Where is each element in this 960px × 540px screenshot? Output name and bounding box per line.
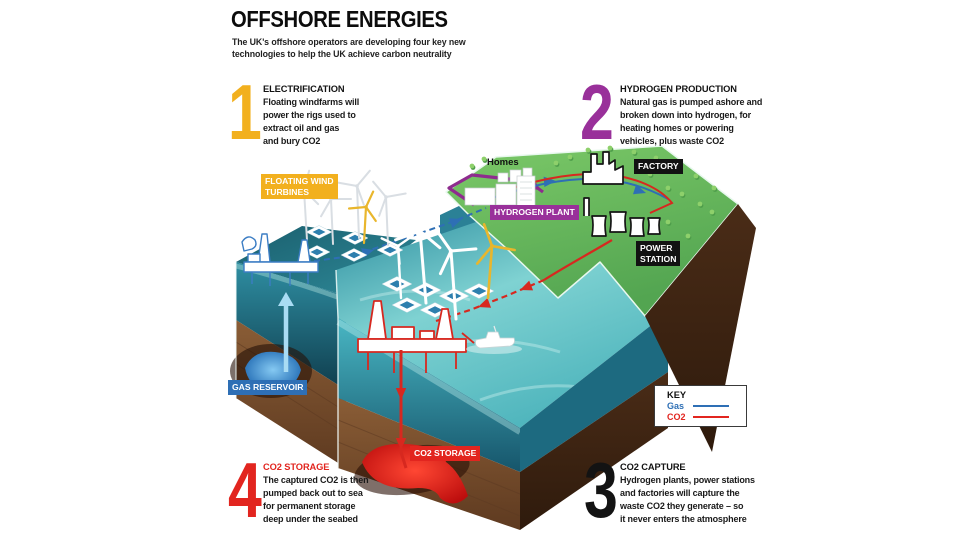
key-co2-line [693, 415, 729, 419]
section-2-heading: HYDROGEN PRODUCTION [620, 84, 737, 94]
label-co2-storage: CO2 STORAGE [410, 446, 481, 461]
section-2-hydrogen-production: HYDROGEN PRODUCTION Natural gas is pumpe… [620, 84, 790, 148]
power-station-building [583, 197, 661, 237]
oil-rig-co2 [357, 300, 475, 373]
section-4-co2-storage: CO2 STORAGE The captured CO2 is then pum… [263, 462, 433, 526]
page-title: OFFSHORE ENERGIES [231, 6, 448, 32]
hydrogen-plant-buildings [464, 175, 536, 207]
section-4-heading: CO2 STORAGE [263, 462, 330, 472]
key-legend: KEY Gas CO2 [654, 385, 747, 427]
factory-building [582, 151, 624, 185]
section-1-body: Floating windfarms will power the rigs u… [263, 97, 360, 146]
floating-platforms [303, 225, 495, 318]
section-1-heading: ELECTRIFICATION [263, 84, 345, 94]
wind-turbines-white [380, 203, 478, 321]
wind-turbine-yellow-center [475, 223, 516, 300]
wind-turbine-yellow-left [347, 190, 377, 245]
key-row-gas: Gas [667, 401, 746, 411]
key-gas-label: Gas [667, 401, 685, 411]
section-3-number: 3 [584, 446, 618, 534]
gas-up-arrow [278, 292, 294, 372]
section-3-co2-capture: CO2 CAPTURE Hydrogen plants, power stati… [620, 462, 790, 526]
section-4-body: The captured CO2 is then pumped back out… [263, 475, 369, 524]
section-1-electrification: ELECTRIFICATION Floating windfarms will … [263, 84, 433, 148]
label-floating-wind-turbines: FLOATING WIND TURBINES [261, 174, 338, 199]
co2-injection-line [395, 350, 408, 469]
key-title: KEY [667, 390, 687, 400]
section-4-number: 4 [228, 446, 262, 534]
key-co2-label: CO2 [667, 412, 686, 422]
key-gas-line [693, 404, 729, 408]
page-subtitle: The UK's offshore operators are developi… [232, 37, 466, 59]
label-power-station: POWER STATION [636, 241, 681, 266]
label-factory: FACTORY [634, 159, 683, 174]
key-row-co2: CO2 [667, 412, 746, 422]
section-3-body: Hydrogen plants, power stations and fact… [620, 475, 755, 524]
label-gas-reservoir: GAS RESERVOIR [228, 380, 308, 395]
label-homes: Homes [487, 157, 519, 168]
section-1-number: 1 [228, 68, 262, 156]
section-3-heading: CO2 CAPTURE [620, 462, 686, 472]
section-2-body: Natural gas is pumped ashore and broken … [620, 97, 763, 146]
supply-ship [466, 325, 522, 354]
section-2-number: 2 [580, 68, 614, 156]
label-hydrogen-plant: HYDROGEN PLANT [490, 205, 579, 220]
oil-rig-gas [241, 233, 319, 286]
